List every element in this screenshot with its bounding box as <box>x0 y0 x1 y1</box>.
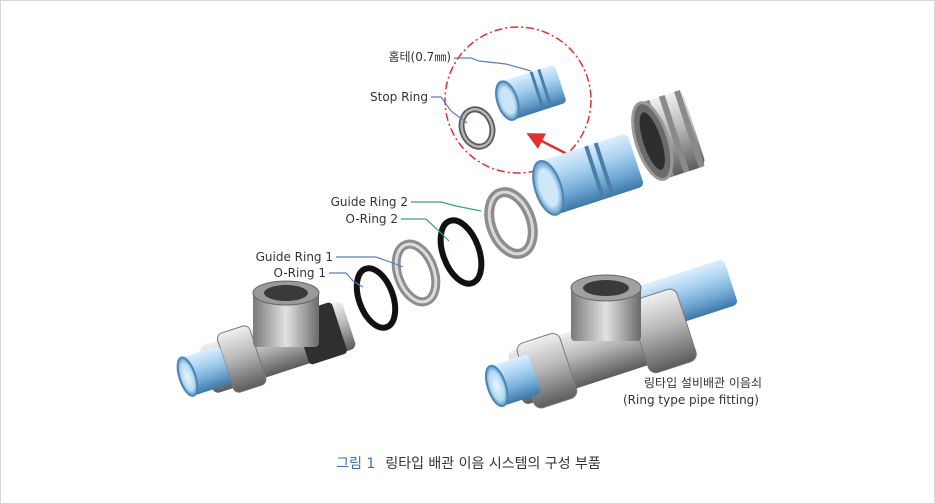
union-nut-part <box>631 90 705 181</box>
pipe-segment <box>532 134 644 216</box>
detail-highlight-circle <box>444 26 592 174</box>
label-guide-ring-1: Guide Ring 1 <box>255 250 333 264</box>
product-name-english: (Ring type pipe fitting) <box>623 393 759 407</box>
label-stop-ring: Stop Ring <box>370 90 428 104</box>
label-groove: 홈테(0.7㎜) <box>388 50 451 64</box>
leader-lines <box>329 57 532 288</box>
o-ring-2-part <box>437 217 485 287</box>
leader-stop-ring <box>431 96 468 124</box>
stop-ring-part <box>458 106 496 150</box>
detail-arrow <box>526 132 572 158</box>
leader-o-ring-1 <box>329 272 364 288</box>
guide-ring-1-part <box>391 239 441 307</box>
product-name-korean: 링타입 설비배관 이음쇠 <box>644 376 763 390</box>
tee-fitting-exploded <box>176 280 356 397</box>
guide-ring-2-part <box>484 187 538 259</box>
caption-text: 링타입 배관 이음 시스템의 구성 부품 <box>385 456 601 472</box>
leader-o-ring-2 <box>401 218 450 242</box>
label-o-ring-2: O-Ring 2 <box>345 212 398 226</box>
label-o-ring-1: O-Ring 1 <box>273 266 326 280</box>
figure-caption: 그림 1 링타입 배관 이음 시스템의 구성 부품 <box>1 453 934 473</box>
o-ring-1-part <box>353 265 399 331</box>
leader-groove <box>454 57 532 72</box>
tee-fitting-assembled <box>484 259 737 409</box>
label-guide-ring-2: Guide Ring 2 <box>330 195 408 209</box>
leader-guide-ring-1 <box>336 256 404 268</box>
leader-guide-ring-2 <box>411 201 482 212</box>
caption-number: 그림 1 <box>336 456 376 472</box>
grooved-pipe-detail <box>495 65 566 121</box>
